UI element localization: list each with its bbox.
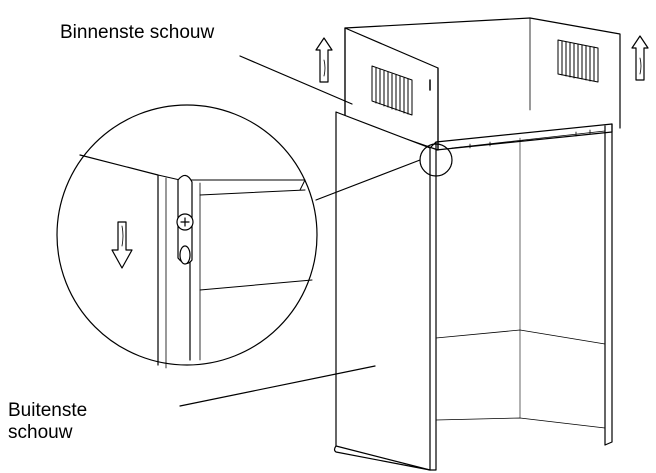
outer-chimney-label: Buitenste schouw — [8, 400, 87, 444]
outer-chimney-label-line2: schouw — [8, 422, 73, 443]
inner-chimney-label: Binnenste schouw — [60, 22, 215, 43]
leader-line-outer — [179, 365, 376, 407]
detail-connector-line — [315, 159, 421, 201]
up-arrow-icon — [315, 37, 333, 83]
inner-chimney — [344, 17, 621, 151]
outer-chimney-label-line1: Buitenste — [8, 400, 88, 421]
vent-grille-right — [557, 39, 599, 83]
leader-line-inner — [239, 55, 353, 105]
down-arrow-icon — [111, 221, 133, 269]
outer-chimney — [333, 111, 613, 471]
vent-grille-left — [371, 65, 413, 116]
detail-zoom-circle — [56, 104, 318, 369]
up-arrow-icon — [631, 35, 649, 81]
